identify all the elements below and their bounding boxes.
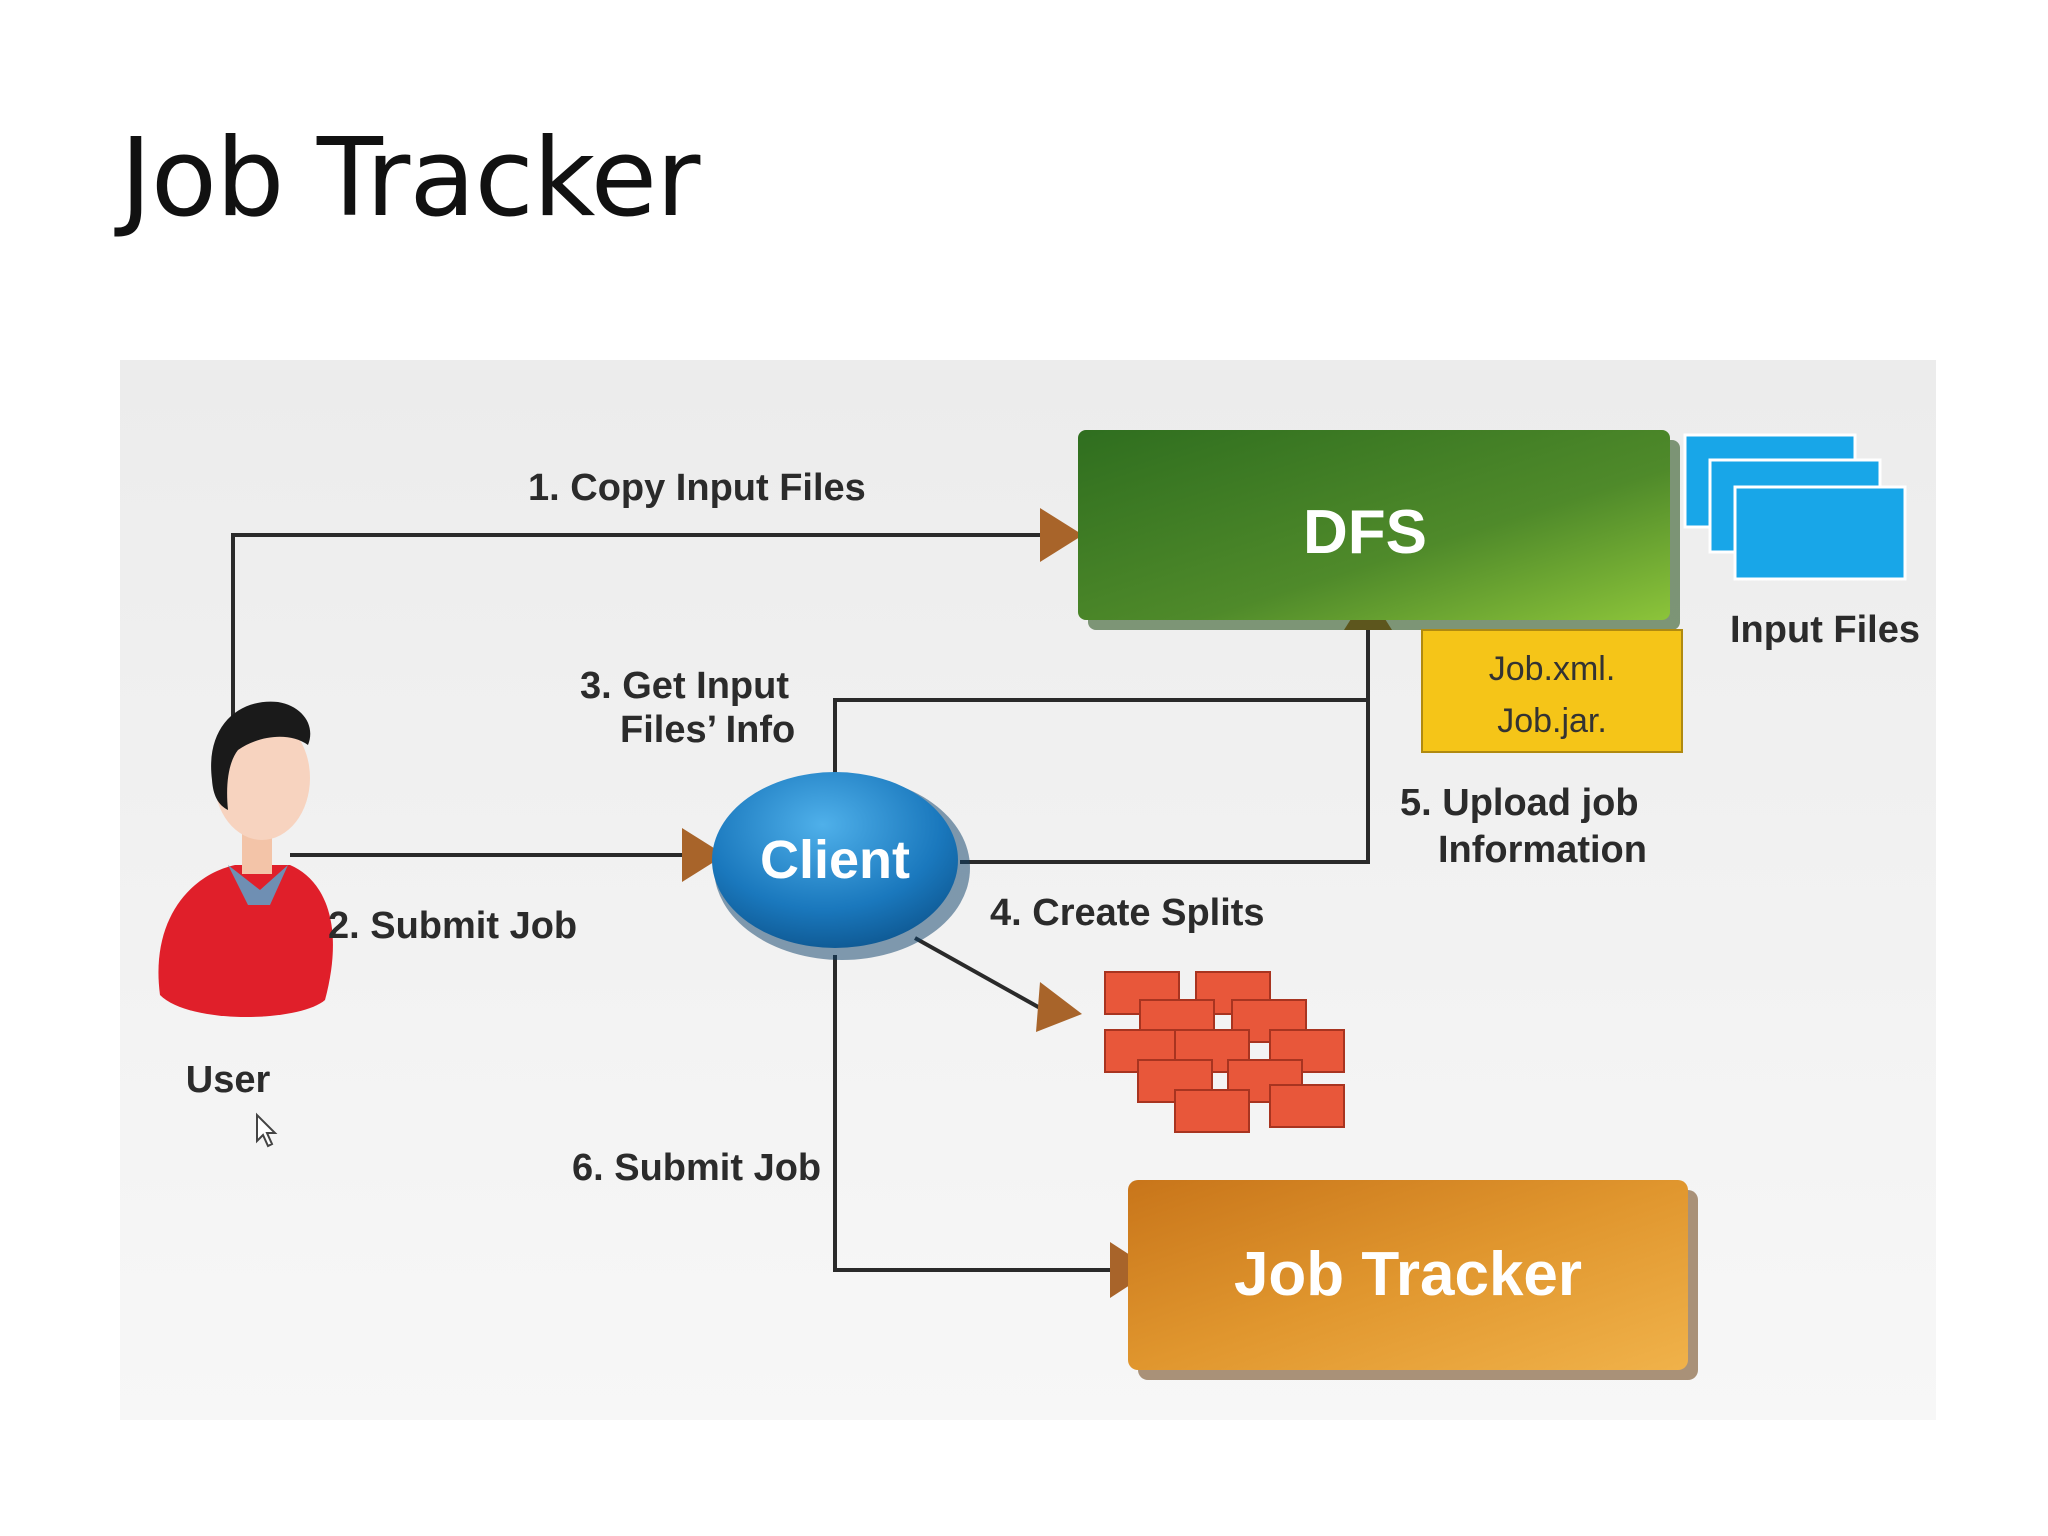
user-label: User	[186, 1059, 271, 1101]
client-label: Client	[760, 830, 910, 890]
step-5-label-line2: Information	[1438, 829, 1647, 871]
step-1-label: 1. Copy Input Files	[528, 467, 866, 509]
input-files-icon	[1683, 433, 1907, 581]
input-files-label: Input Files	[1730, 609, 1920, 651]
job-xml-label: Job.xml.	[1489, 650, 1616, 688]
connector-lines	[231, 533, 1370, 1272]
arrow-head-client	[682, 828, 725, 882]
job-tracker-label: Job Tracker	[1234, 1240, 1582, 1309]
line-upload-job-info	[960, 700, 1370, 864]
line-get-input-info	[833, 610, 1370, 778]
step-3-label-line2: Files’ Info	[620, 709, 795, 751]
client-node: Client	[712, 772, 970, 960]
step-6-label: 6. Submit Job	[572, 1147, 821, 1189]
line-submit-job-client	[833, 955, 1118, 1272]
step-3-label-line1: 3. Get Input	[580, 665, 789, 707]
line-create-splits	[914, 936, 1041, 1010]
line-copy-input-files	[231, 533, 1060, 752]
step-4-label: 4. Create Splits	[990, 892, 1265, 934]
slide-title: Job Tracker	[120, 116, 700, 241]
dfs-label: DFS	[1303, 498, 1427, 567]
job-tracker-diagram: DFS Input Files Job.xml. Job.jar. Client	[120, 360, 1936, 1420]
job-jar-label: Job.jar.	[1497, 702, 1607, 740]
cursor-icon	[256, 1112, 278, 1148]
step-5-label-line1: 5. Upload job	[1400, 782, 1639, 824]
arrow-head-dfs-left	[1040, 508, 1083, 562]
job-tracker-node: Job Tracker	[1128, 1180, 1698, 1380]
job-files-box: Job.xml. Job.jar.	[1421, 629, 1683, 753]
step-2-label: 2. Submit Job	[328, 905, 577, 947]
arrow-head-splits	[1036, 982, 1082, 1032]
splits-icon	[1104, 971, 1345, 1133]
dfs-node: DFS	[1078, 430, 1680, 630]
user-icon	[158, 701, 333, 1018]
